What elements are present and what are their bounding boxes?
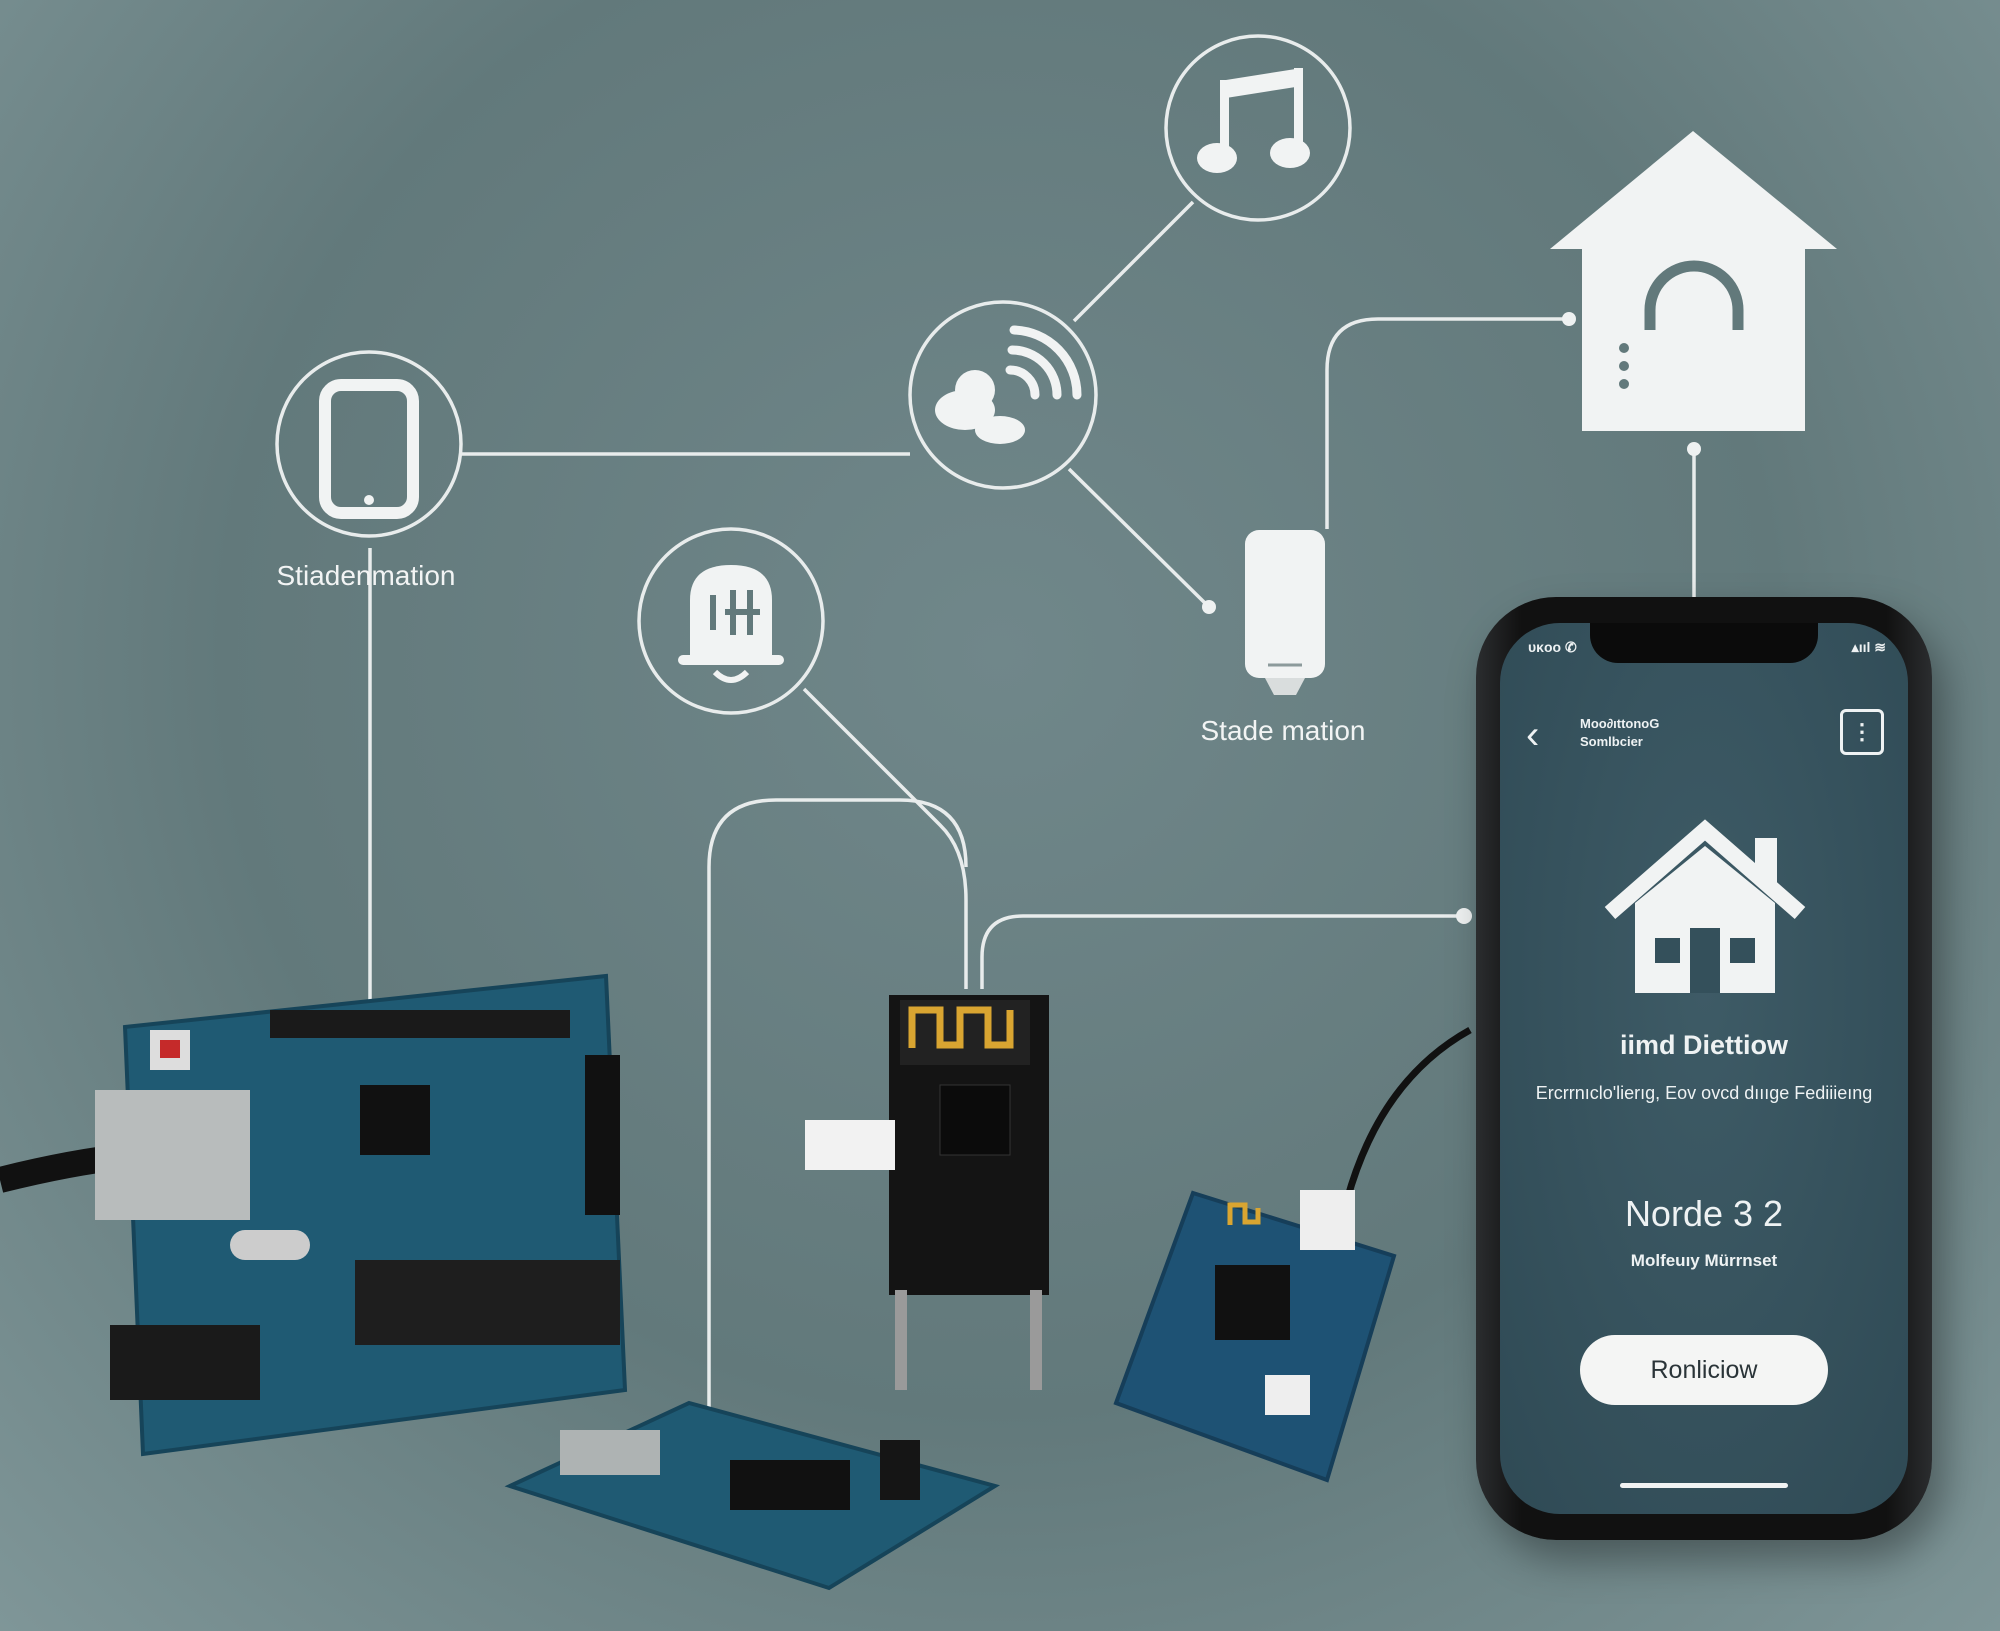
tablet-label: Stiadenmation — [276, 560, 456, 591]
bottom-board — [504, 1400, 1000, 1591]
bell-icon — [678, 565, 784, 683]
line-bell-esp — [802, 687, 968, 989]
bell-circle — [637, 527, 825, 715]
line-cloud-sensor — [1067, 467, 1211, 609]
music-note-icon — [1197, 68, 1310, 173]
sensor-label: Stade mation — [1200, 715, 1366, 746]
status-bar-left: ᴜᴋᴏᴏ ✆ — [1528, 639, 1577, 655]
back-chevron-icon[interactable]: ‹ — [1526, 713, 1540, 757]
action-button[interactable]: Ronliciow — [1580, 1335, 1828, 1405]
screen-header: Moo∂ıttonoG Somlbcier — [1580, 715, 1659, 751]
connection-lines — [368, 200, 1696, 1429]
esp-board — [805, 995, 1049, 1390]
device-model-sub: Molfeuıy Mürrnset — [1630, 1251, 1778, 1270]
device-model: Norde 3 2 — [1624, 1193, 1784, 1234]
sensor-device-icon — [1245, 530, 1325, 695]
smart-home-icon — [1550, 131, 1837, 431]
info-icon[interactable]: ⋮ — [1840, 709, 1884, 755]
arduino-board — [0, 973, 628, 1457]
music-circle — [1164, 34, 1352, 222]
line-sensor-house — [1325, 317, 1569, 529]
line-esp-phone — [980, 914, 1464, 989]
header-line-2: Somlbcier — [1580, 734, 1643, 749]
smartphone: ᴜᴋᴏᴏ ✆ ▴ııl ≋ ‹ Moo∂ıttonoG Somlbcier ⋮ … — [1476, 597, 1932, 1540]
tablet-circle — [275, 350, 463, 538]
cloud-wifi-icon — [935, 325, 1082, 444]
cloud-circle — [908, 300, 1098, 490]
right-board — [1113, 1026, 1472, 1483]
home-indicator[interactable] — [1620, 1483, 1788, 1488]
header-line-1: Moo∂ıttonoG — [1580, 716, 1660, 731]
phone-screen: ᴜᴋᴏᴏ ✆ ▴ııl ≋ ‹ Moo∂ıttonoG Somlbcier ⋮ … — [1500, 623, 1908, 1514]
line-loop — [707, 798, 968, 1429]
screen-subtitle: Ercrrnıclo'lierıg, Eov ovcd dıııge Fedii… — [1535, 1083, 1873, 1103]
tablet-icon — [319, 379, 419, 519]
status-bar-right: ▴ııl ≋ — [1851, 639, 1886, 655]
house-icon — [1604, 819, 1806, 993]
screen-title: iimd Diettiow — [1620, 1030, 1788, 1060]
phone-notch — [1590, 623, 1818, 663]
line-cloud-music — [1072, 200, 1195, 323]
